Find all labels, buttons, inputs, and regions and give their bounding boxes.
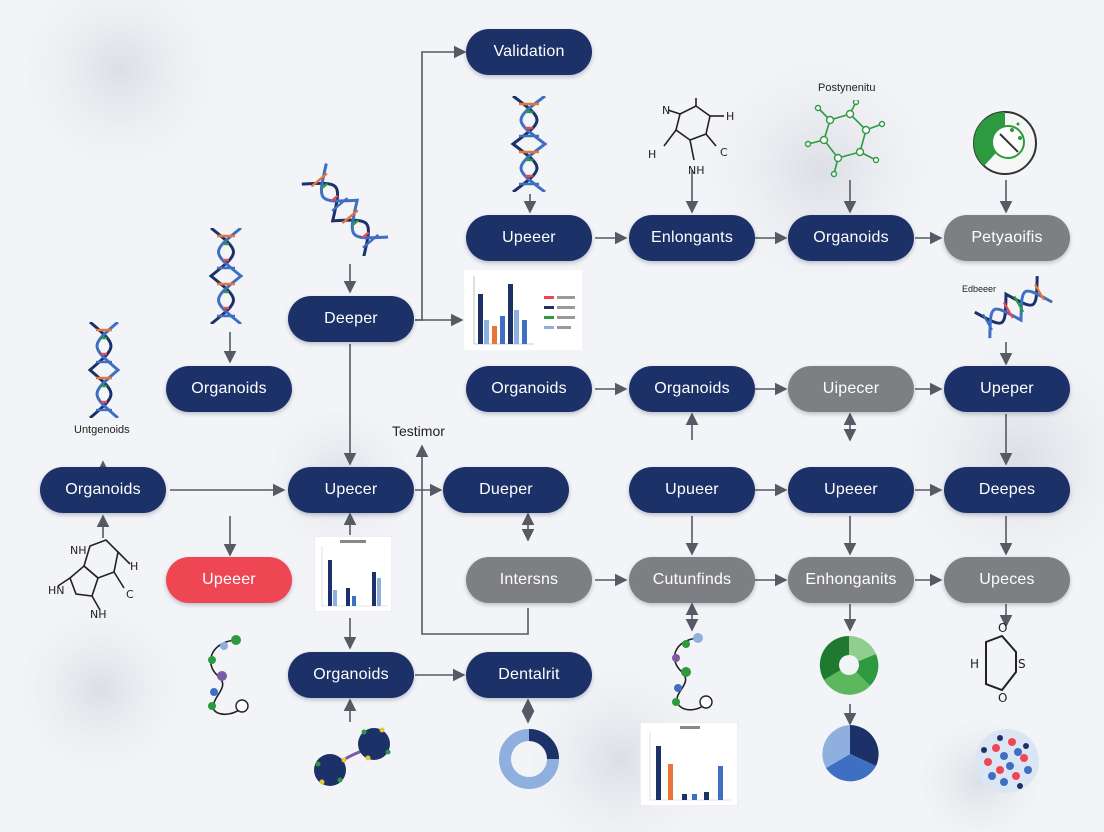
pie-chart-icon — [814, 630, 884, 700]
node-deeper[interactable]: Deeper — [288, 296, 414, 342]
protein-chain-icon — [196, 630, 260, 718]
node-organoids-left[interactable]: Organoids — [40, 467, 166, 513]
svg-text:H: H — [970, 657, 979, 671]
node-upeeer-top[interactable]: Upeeer — [466, 215, 592, 261]
node-intersns[interactable]: Intersns — [466, 557, 592, 603]
node-dentalrit[interactable]: Dentalrit — [466, 652, 592, 698]
svg-text:H: H — [130, 560, 138, 573]
bar-chart-thumbnail-icon — [464, 270, 582, 350]
node-organoids-bottom[interactable]: Organoids — [288, 652, 414, 698]
svg-text:N: N — [662, 104, 670, 117]
molecular-network-icon — [800, 100, 890, 180]
node-organoids-row3a[interactable]: Organoids — [466, 366, 592, 412]
edbeeer-label: Edbeeer — [962, 284, 997, 294]
svg-text:HN: HN — [48, 584, 65, 597]
node-petyaoifis[interactable]: Petyaoifis — [944, 215, 1070, 261]
node-deepes[interactable]: Deepes — [944, 467, 1070, 513]
petri-dish-icon — [970, 108, 1040, 178]
node-organoids-r1[interactable]: Organoids — [788, 215, 914, 261]
dna-helix-icon — [205, 228, 247, 324]
svg-text:H: H — [648, 148, 656, 161]
node-validation[interactable]: Validation — [466, 29, 592, 75]
dna-helix-icon — [84, 322, 124, 418]
svg-text:NH: NH — [688, 164, 705, 177]
svg-text:NH: NH — [90, 608, 107, 621]
dna-helix-icon — [505, 96, 553, 192]
testimor-label: Testimor — [392, 423, 445, 439]
node-enhonganits[interactable]: Enhonganits — [788, 557, 914, 603]
molecule-structure-icon: H H C NH N — [640, 96, 744, 180]
svg-text:NH: NH — [70, 544, 87, 557]
node-upeeer-red[interactable]: Upeeer — [166, 557, 292, 603]
node-uipecer[interactable]: Uipecer — [788, 366, 914, 412]
svg-text:C: C — [720, 146, 728, 159]
node-enlongants[interactable]: Enlongants — [629, 215, 755, 261]
node-dueper[interactable]: Dueper — [443, 467, 569, 513]
bar-chart-thumbnail-icon — [640, 722, 738, 806]
node-upeeer-mid[interactable]: Upeeer — [788, 467, 914, 513]
node-upeper[interactable]: Upeper — [944, 366, 1070, 412]
cell-cluster-icon — [970, 724, 1044, 798]
svg-text:O: O — [998, 622, 1007, 635]
bar-chart-thumbnail-icon — [314, 536, 392, 612]
molecule-structure-icon: NH H C HN NH — [44, 532, 144, 622]
untgenoids-label: Untgenoids — [74, 424, 130, 436]
svg-text:H: H — [726, 110, 734, 123]
pie-chart-icon — [818, 722, 882, 786]
svg-text:O: O — [998, 691, 1007, 705]
dna-helix-icon — [968, 272, 1060, 344]
node-upecer[interactable]: Upecer — [288, 467, 414, 513]
node-upeces[interactable]: Upeces — [944, 557, 1070, 603]
protein-chain-icon — [660, 628, 724, 714]
dna-helix-icon — [298, 160, 398, 256]
molecule-ring-icon: O H S O — [962, 622, 1032, 706]
organoid-sphere-icon — [308, 724, 398, 788]
svg-text:C: C — [126, 588, 134, 601]
node-organoids-col2[interactable]: Organoids — [166, 366, 292, 412]
node-organoids-row3b[interactable]: Organoids — [629, 366, 755, 412]
postynenitu-label: Postynenitu — [818, 82, 876, 94]
donut-chart-icon — [496, 726, 562, 792]
svg-text:S: S — [1018, 657, 1026, 671]
node-cutunfinds[interactable]: Cutunfinds — [629, 557, 755, 603]
node-upueer[interactable]: Upueer — [629, 467, 755, 513]
